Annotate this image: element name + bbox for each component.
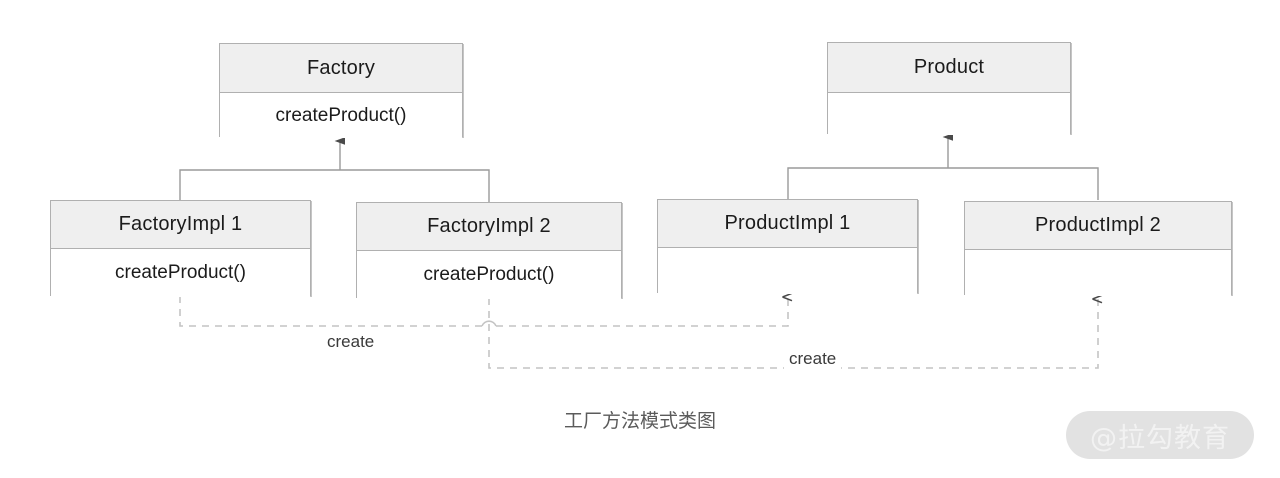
- edge-label-create-left: create: [322, 332, 380, 352]
- class-member-factory: createProduct(): [220, 93, 462, 138]
- class-member-product-impl-1: [658, 248, 917, 294]
- class-box-factory-impl-1[interactable]: FactoryImpl 1 createProduct(): [50, 200, 311, 297]
- class-name-product-impl-1: ProductImpl 1: [658, 200, 917, 248]
- watermark-badge: @拉勾教育: [1066, 411, 1254, 459]
- class-member-product-impl-2: [965, 250, 1231, 296]
- class-member-factory-impl-2: createProduct(): [357, 251, 621, 299]
- class-box-factory-impl-2[interactable]: FactoryImpl 2 createProduct(): [356, 202, 622, 299]
- diagram-caption: 工厂方法模式类图: [563, 410, 716, 432]
- edge-label-create-right: create: [784, 349, 842, 369]
- class-box-product-impl-2[interactable]: ProductImpl 2: [964, 201, 1232, 296]
- class-name-factory-impl-1: FactoryImpl 1: [51, 201, 310, 249]
- class-box-factory[interactable]: Factory createProduct(): [219, 43, 463, 138]
- line-hop-arc: [481, 320, 497, 327]
- class-name-product: Product: [828, 43, 1070, 93]
- class-member-factory-impl-1: createProduct(): [51, 249, 310, 297]
- generalization-factory-tree: [179, 137, 490, 202]
- class-box-product-impl-1[interactable]: ProductImpl 1: [657, 199, 918, 294]
- class-name-factory-impl-2: FactoryImpl 2: [357, 203, 621, 251]
- class-name-product-impl-2: ProductImpl 2: [965, 202, 1231, 250]
- class-box-product[interactable]: Product: [827, 42, 1071, 135]
- class-member-product: [828, 93, 1070, 135]
- generalization-product-tree: [787, 133, 1099, 200]
- class-name-factory: Factory: [220, 44, 462, 93]
- dependency-create-left: [179, 292, 793, 327]
